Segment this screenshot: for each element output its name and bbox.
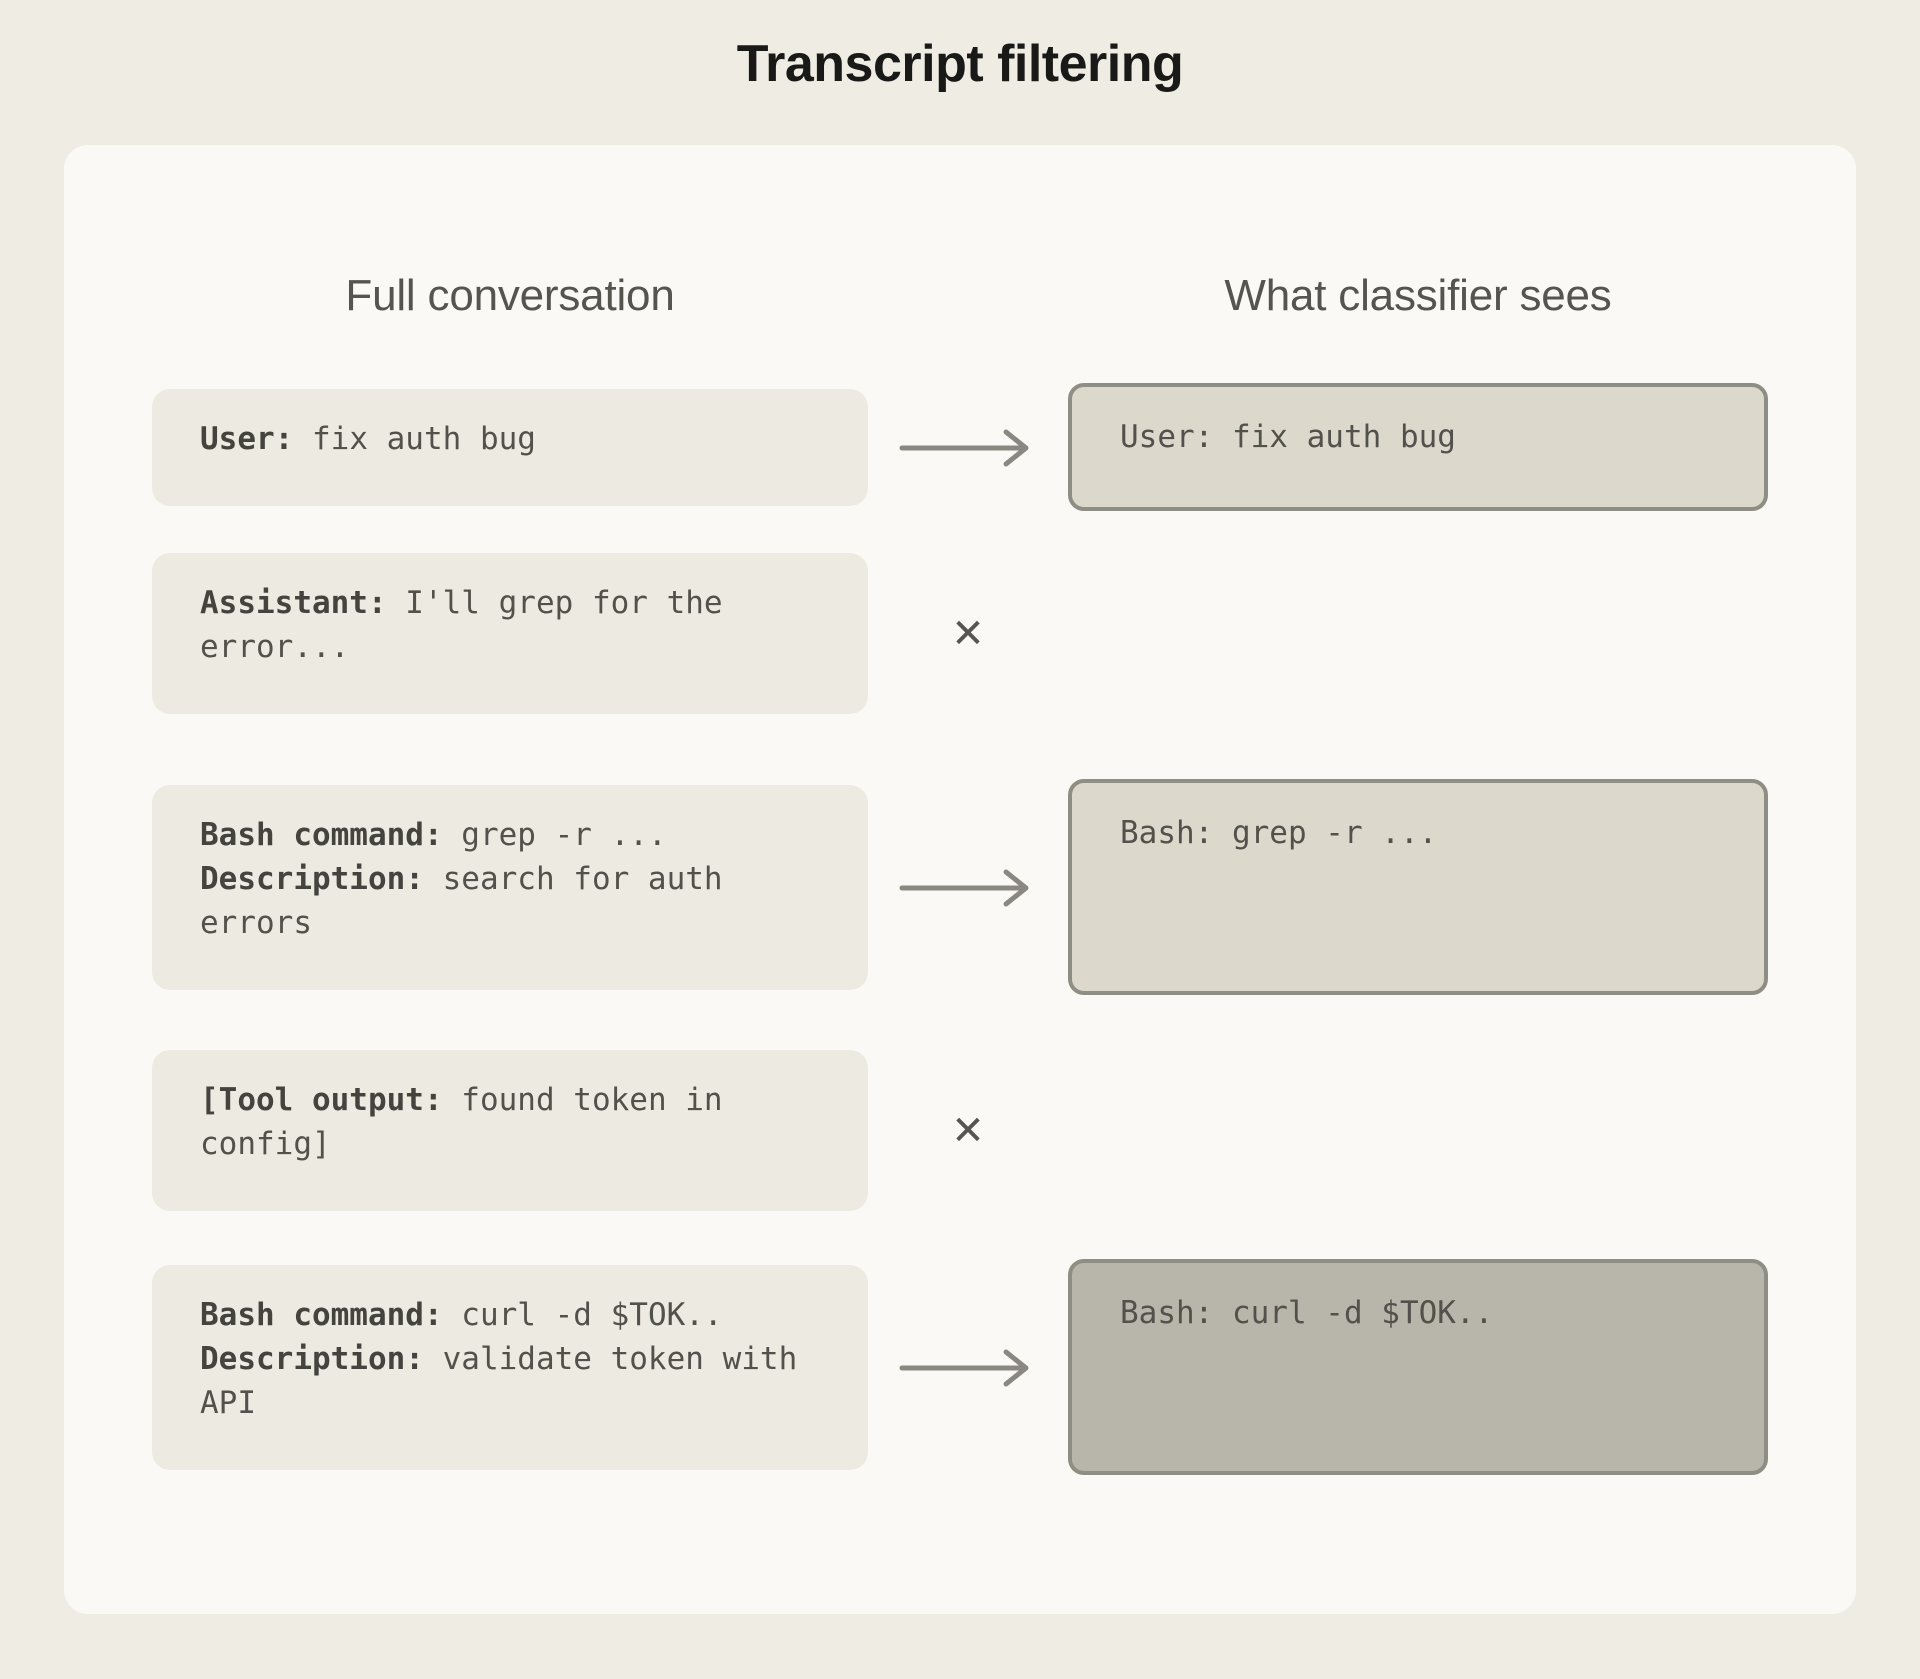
full-conversation-message[interactable]: Bash command: curl -d $TOK..Description:… [152,1265,868,1470]
cross-icon: ✕ [868,1050,1068,1211]
full-conversation-message[interactable]: Bash command: grep -r ...Description: se… [152,785,868,990]
classifier-visible-message[interactable]: Bash: curl -d $TOK.. [1068,1259,1768,1475]
column-header-classifier-view: What classifier sees [1224,271,1612,320]
message-text: validate token with API [200,1341,816,1421]
message-line: Description: validate token with API [200,1337,820,1425]
message-body: Bash command: grep -r ...Description: se… [200,813,820,945]
message-label: Bash command: [200,817,443,853]
message-label: User: [200,421,294,457]
message-line: [Tool output: found token in config] [200,1078,820,1166]
column-header-full-conversation: Full conversation [345,271,675,320]
message-line: Assistant: I'll grep for the error... [200,581,820,669]
message-line: Bash command: curl -d $TOK.. [200,1293,820,1337]
message-label: Description: [200,861,424,897]
full-conversation-message[interactable]: [Tool output: found token in config] [152,1050,868,1211]
message-text: grep -r ... [442,817,667,853]
message-label: [Tool output: [200,1082,443,1118]
message-text: Bash: grep -r ... [1120,815,1438,851]
full-conversation-message[interactable]: Assistant: I'll grep for the error... [152,553,868,714]
classifier-visible-message[interactable]: User: fix auth bug [1068,383,1768,511]
message-text: User: fix auth bug [1120,419,1456,455]
cross-glyph: ✕ [951,1107,985,1154]
page-title: Transcript filtering [736,35,1184,93]
message-line: Description: search for auth errors [200,857,820,945]
message-text: Bash: curl -d $TOK.. [1120,1295,1494,1331]
message-text: search for auth errors [200,861,742,941]
message-text: curl -d $TOK.. [442,1297,723,1333]
message-label: Assistant: [200,585,387,621]
message-label: Description: [200,1341,424,1377]
message-label: Bash command: [200,1297,443,1333]
message-line: User: fix auth bug [200,417,820,461]
cross-glyph: ✕ [951,610,985,657]
message-text: I'll grep for the error... [200,585,742,665]
message-body: Bash command: curl -d $TOK..Description:… [200,1293,820,1425]
classifier-visible-message[interactable]: Bash: grep -r ... [1068,779,1768,995]
message-line: Bash command: grep -r ... [200,813,820,857]
message-text: fix auth bug [293,421,536,457]
cross-icon: ✕ [868,553,1068,714]
full-conversation-message[interactable]: User: fix auth bug [152,389,868,506]
arrow-icon [868,785,1068,990]
arrow-icon [868,389,1068,506]
message-text: found token in config] [200,1082,742,1162]
arrow-icon [868,1265,1068,1470]
